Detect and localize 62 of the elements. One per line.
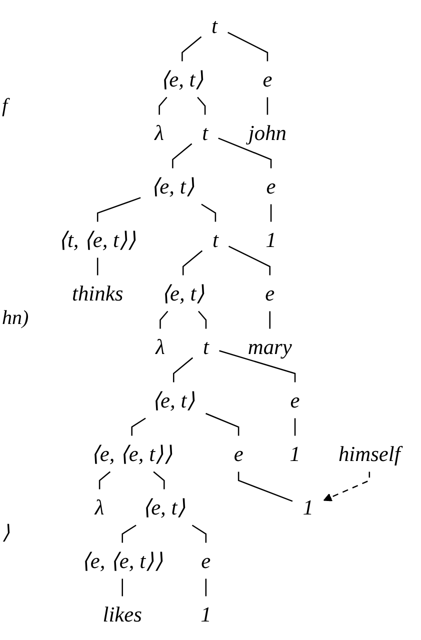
node-text: ⟨t, ⟨e, t⟩⟩ [58,228,137,252]
node-text: t [202,120,208,145]
node-text: t [212,228,218,252]
node-text: 1 [266,228,276,252]
node-text: ⟨e, t⟩ [160,67,204,92]
connector [269,311,270,329]
connector [160,310,168,329]
connector [172,143,192,168]
connector [238,472,293,502]
node-text: e [201,548,211,573]
text-fragment: hn) [2,307,30,330]
node-text: ⟨e, t⟩ [142,495,186,520]
connector [182,36,202,62]
connector [201,204,216,222]
connector [198,310,207,329]
connector [182,250,203,276]
node-text: thinks [72,281,124,306]
connector [206,412,240,436]
connector [219,350,296,382]
connector [173,357,194,382]
node-text: ⟨e, ⟨e, t⟩⟩ [82,548,164,573]
connector [122,578,123,596]
connector [205,578,207,596]
node-text: e [266,174,276,198]
connector [153,471,165,490]
node-text: ⟨e, ⟨e, t⟩⟩ [91,442,173,466]
connector [122,524,136,543]
node-text: ⟨e, t⟩ [161,281,205,306]
node-text: e [265,281,275,306]
node-text: 1 [302,495,314,520]
connector [294,418,296,436]
connector [228,246,270,276]
connector [192,524,207,543]
node-text: mary [248,334,292,359]
text-fragment: f [2,94,11,118]
connector [228,32,268,62]
node-text: t [202,334,209,359]
node-text: t [212,14,218,38]
connector [96,258,98,276]
text-fragment: ⟩ [2,521,11,546]
node-text: e [234,442,244,466]
connector [98,471,111,490]
node-text: john [248,120,286,145]
connector [131,418,146,436]
connector [218,138,272,168]
node-text: 1 [290,442,300,466]
connector [197,96,206,115]
node-text: ⟨e, t⟩ [150,174,195,198]
connector [96,197,141,222]
node-text: ⟨e, t⟩ [152,388,196,412]
node-text: λ [94,495,104,520]
node-text: e [262,67,272,92]
connector [266,97,268,115]
node-text: himself [338,442,400,466]
node-text: e [290,388,300,412]
node-text: 1 [200,602,212,626]
node-text: likes [102,602,142,626]
node-text: λ [156,334,165,359]
connector [158,96,168,115]
node-text: λ [154,120,164,145]
arrow [323,472,370,502]
connector [270,204,272,222]
